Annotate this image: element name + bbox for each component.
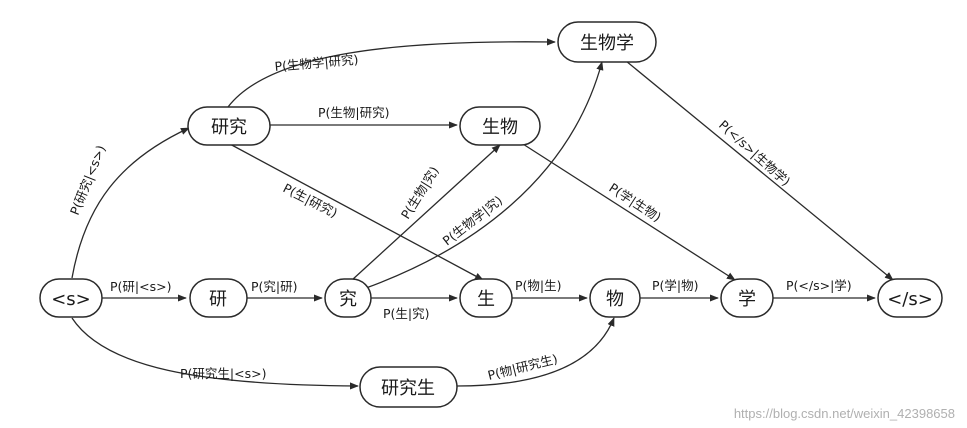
edge-shengwuxue-end bbox=[625, 60, 894, 281]
node-s-start: <s> bbox=[39, 278, 103, 318]
label-xue-end: P(</s>|学) bbox=[786, 278, 852, 293]
nodes: <s> 研 究 生 物 学 </s> 研究 bbox=[39, 21, 943, 408]
node-yanjiusheng: 研究生 bbox=[359, 366, 458, 408]
node-yan: 研 bbox=[189, 278, 248, 318]
edges bbox=[71, 38, 894, 390]
label-yan-jiu: P(究|研) bbox=[251, 279, 298, 294]
label-jiu-sheng: P(生|究) bbox=[383, 306, 430, 321]
node-yanjiu: 研究 bbox=[187, 106, 271, 146]
label-s-yanjiu: P(研究|<s>) bbox=[67, 143, 109, 217]
edge-yanjiu-sheng bbox=[227, 142, 484, 281]
node-wu: 物 bbox=[589, 278, 641, 318]
node-sheng-label: 生 bbox=[477, 289, 495, 310]
node-jiu: 究 bbox=[324, 278, 372, 318]
node-wu-label: 物 bbox=[606, 289, 624, 310]
node-s-end: </s> bbox=[877, 278, 943, 318]
watermark-text: https://blog.csdn.net/weixin_42398658 bbox=[734, 406, 955, 421]
node-xue-label: 学 bbox=[738, 289, 756, 310]
node-yanjiusheng-label: 研究生 bbox=[381, 378, 435, 399]
edge-jiu-shengwuxue bbox=[365, 61, 604, 289]
node-yan-label: 研 bbox=[209, 289, 227, 310]
label-jiu-shengwu: P(生物|究) bbox=[398, 164, 442, 222]
label-wu-xue: P(学|物) bbox=[652, 278, 699, 293]
node-sheng: 生 bbox=[459, 278, 513, 318]
node-shengwuxue: 生物学 bbox=[557, 21, 657, 63]
label-shengwuxue-end: P(</s>|生物学) bbox=[716, 117, 793, 189]
edge-yanjiu-shengwuxue bbox=[227, 38, 556, 108]
edge-yanjiusheng-wu bbox=[456, 317, 615, 387]
label-yanjiu-shengwu: P(生物|研究) bbox=[318, 105, 390, 120]
label-jiu-shengwuxue: P(生物学|究) bbox=[440, 193, 506, 249]
edge-jiu-shengwu bbox=[351, 144, 501, 281]
label-sheng-wu: P(物|生) bbox=[515, 278, 562, 293]
node-xue: 学 bbox=[720, 278, 774, 318]
label-s-yanjiusheng: P(研究生|<s>) bbox=[180, 366, 266, 381]
edge-s-yanjiusheng bbox=[71, 317, 359, 390]
edge-shengwu-xue bbox=[511, 136, 736, 281]
edge-s-yanjiu bbox=[71, 127, 190, 279]
node-jiu-label: 究 bbox=[339, 289, 357, 310]
node-shengwu: 生物 bbox=[459, 106, 541, 146]
label-yanjiu-shengwuxue: P(生物学|研究) bbox=[274, 52, 359, 74]
node-shengwuxue-label: 生物学 bbox=[580, 33, 634, 54]
node-yanjiu-label: 研究 bbox=[211, 117, 247, 138]
node-s-end-label: </s> bbox=[887, 289, 933, 310]
node-shengwu-label: 生物 bbox=[482, 117, 518, 138]
label-s-yan: P(研|<s>) bbox=[110, 279, 171, 294]
edge-labels: P(研|<s>) P(究|研) P(生|究) P(物|生) P(学|物) P(<… bbox=[67, 52, 852, 383]
node-s-start-label: <s> bbox=[51, 289, 91, 310]
label-yanjiu-sheng: P(生|研究) bbox=[281, 180, 340, 220]
label-yanjiusheng-wu: P(物|研究生) bbox=[486, 351, 559, 383]
